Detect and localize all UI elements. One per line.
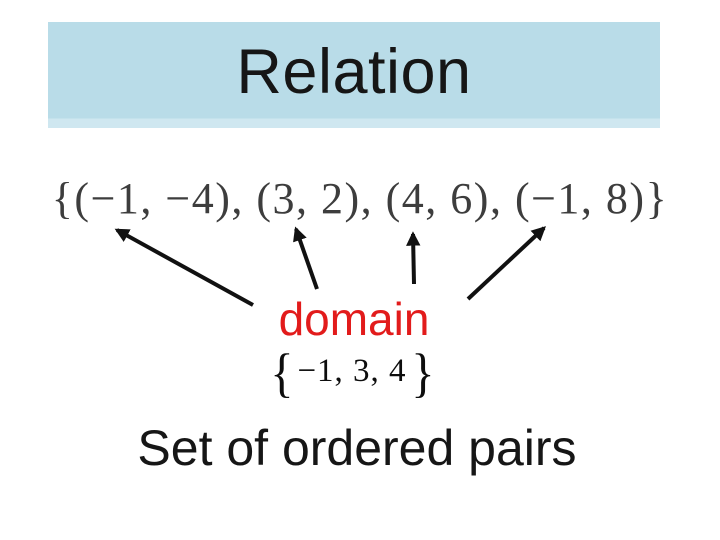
title-banner: Relation <box>48 22 660 128</box>
domain-set-values: −1, 3, 4 <box>297 352 407 389</box>
domain-set-close-brace: } <box>410 343 435 403</box>
slide-title: Relation <box>236 36 472 107</box>
domain-arrow <box>293 226 319 290</box>
ordered-pairs-expression: {(−1, −4), (3, 2), (4, 6), (−1, 8)} <box>51 174 669 223</box>
domain-set-expression: { −1, 3, 4 } <box>0 346 704 400</box>
domain-arrow <box>406 231 421 285</box>
domain-label: domain <box>278 293 430 345</box>
slide-caption: Set of ordered pairs <box>137 420 577 476</box>
domain-arrow <box>114 228 254 307</box>
domain-set-open-brace: { <box>269 343 294 403</box>
domain-arrow <box>466 226 546 301</box>
